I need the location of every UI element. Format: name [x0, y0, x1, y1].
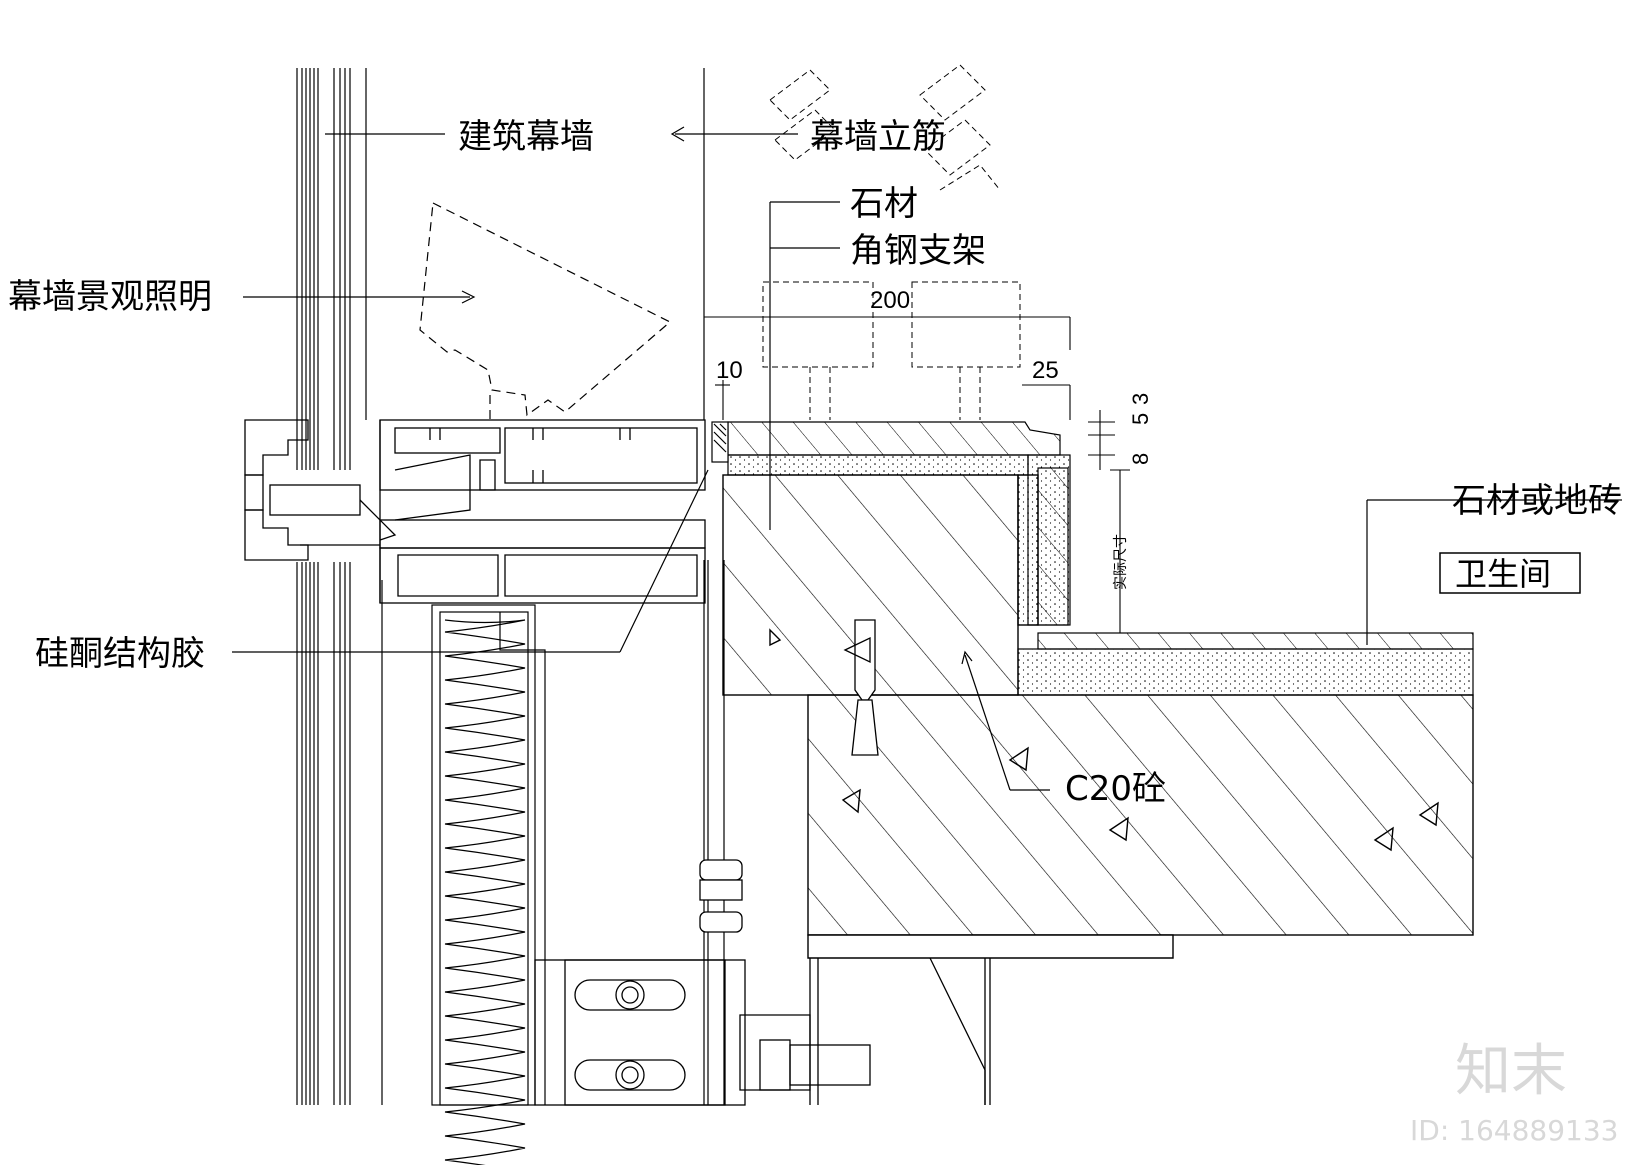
- dimension-5: 5: [1128, 413, 1153, 425]
- dimension-lines: [704, 316, 1130, 633]
- dimension-3: 3: [1128, 393, 1153, 405]
- angle-bracket-label: 角钢支架: [850, 231, 986, 271]
- curtain-wall-label: 建筑幕墙: [458, 117, 594, 157]
- landscape-lighting-fixture: [419, 202, 672, 420]
- dimension-25: 25: [1032, 357, 1059, 384]
- lighting-label: 幕墙景观照明: [8, 277, 212, 317]
- stone-slab: [711, 421, 1071, 626]
- mullion-line: [703, 68, 725, 1105]
- room-label: 卫生间: [1455, 555, 1551, 593]
- curtain-wall-glass: [296, 68, 383, 1105]
- insulation: [431, 604, 546, 1165]
- dimension-10: 10: [716, 357, 743, 384]
- mullion-bolts: [699, 859, 743, 933]
- actual-size-label: 实际尺寸: [1113, 534, 1129, 590]
- stone-cladding-pattern: [762, 64, 1021, 420]
- concrete-label: C20砼: [1065, 769, 1166, 809]
- dimension-8: 8: [1128, 453, 1153, 465]
- steel-bracket: [534, 957, 991, 1106]
- sealant-label: 硅酮结构胶: [35, 634, 205, 674]
- watermark-logo: 知末: [1455, 1039, 1567, 1104]
- floor-finish: [1017, 632, 1474, 696]
- watermark-id: ID: 164889133: [1410, 1114, 1618, 1147]
- dimension-200: 200: [870, 287, 910, 314]
- floor-slab: [807, 694, 1474, 959]
- room-label-box: [1439, 552, 1581, 594]
- anchor-bolt: [843, 619, 879, 756]
- mullion-label: 幕墙立筋: [810, 117, 946, 157]
- stone-or-tile-label: 石材或地砖: [1452, 481, 1622, 521]
- leader-lines: [232, 126, 1622, 791]
- stone-label: 石材: [850, 184, 918, 224]
- transom-profile: [244, 419, 706, 604]
